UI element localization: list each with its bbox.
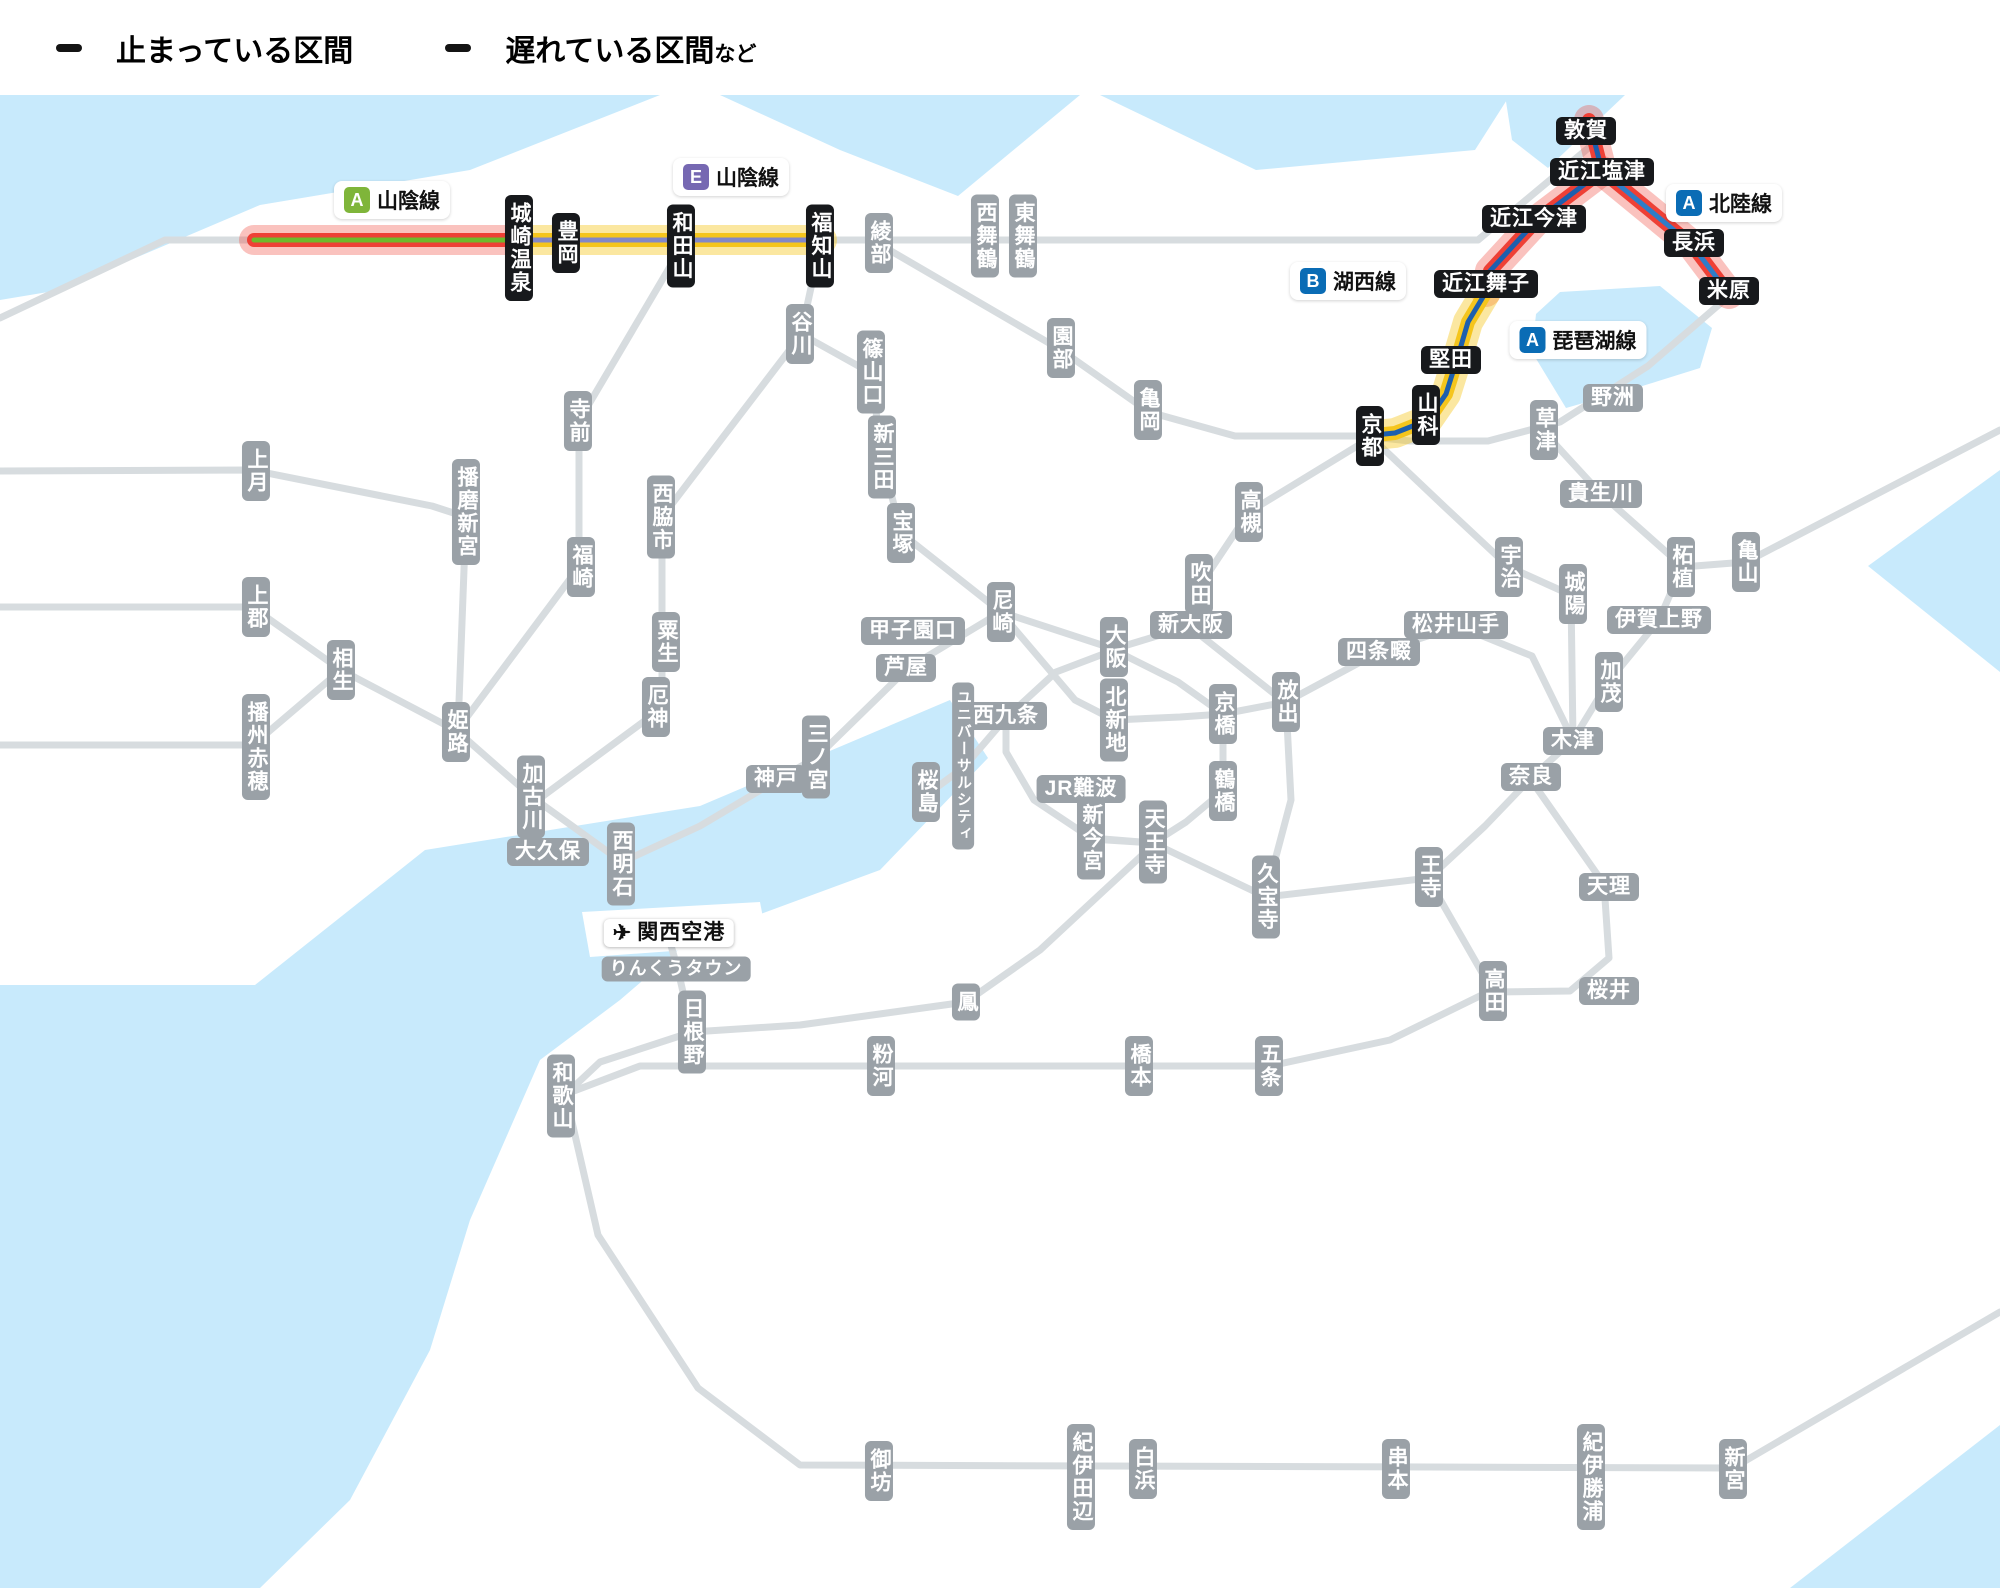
rail-line [454, 244, 685, 733]
legend-stopped: 止まっている区間 [42, 26, 353, 70]
rail-line [0, 603, 461, 735]
legend-delayed-suffix: など [714, 42, 757, 66]
rail-line [0, 666, 345, 749]
rail-line [1077, 788, 1093, 838]
rail-line [562, 841, 1157, 1098]
rail-line [0, 466, 470, 732]
sea-area [0, 95, 660, 300]
rail-line [1490, 776, 1613, 996]
sea-area [1790, 1425, 2000, 1588]
stopped-line-icon [42, 33, 96, 63]
rail-line [875, 240, 1376, 440]
sea-area [0, 700, 988, 1588]
delayed-line-icon [431, 33, 485, 63]
rail-line [1002, 646, 1227, 847]
rail-line [1368, 292, 1733, 445]
line-core [1371, 289, 1489, 438]
sea-area [720, 95, 1080, 196]
legend-delayed: 遅れている区間など [431, 26, 756, 70]
sea-area [1100, 95, 1510, 170]
legend: 止まっている区間 遅れている区間など [0, 0, 2000, 95]
rail-line [1368, 434, 1577, 782]
rail-line [1540, 428, 1686, 570]
sea-area [1532, 286, 1712, 408]
rail-line [1219, 622, 1577, 744]
legend-stopped-label: 止まっている区間 [116, 34, 354, 68]
rail-line [666, 938, 696, 1036]
rail-line [1186, 623, 1295, 898]
rail-line [562, 1092, 2000, 1472]
sea-area [1868, 470, 2000, 672]
legend-delayed-label: 遅れている区間など [505, 34, 757, 68]
